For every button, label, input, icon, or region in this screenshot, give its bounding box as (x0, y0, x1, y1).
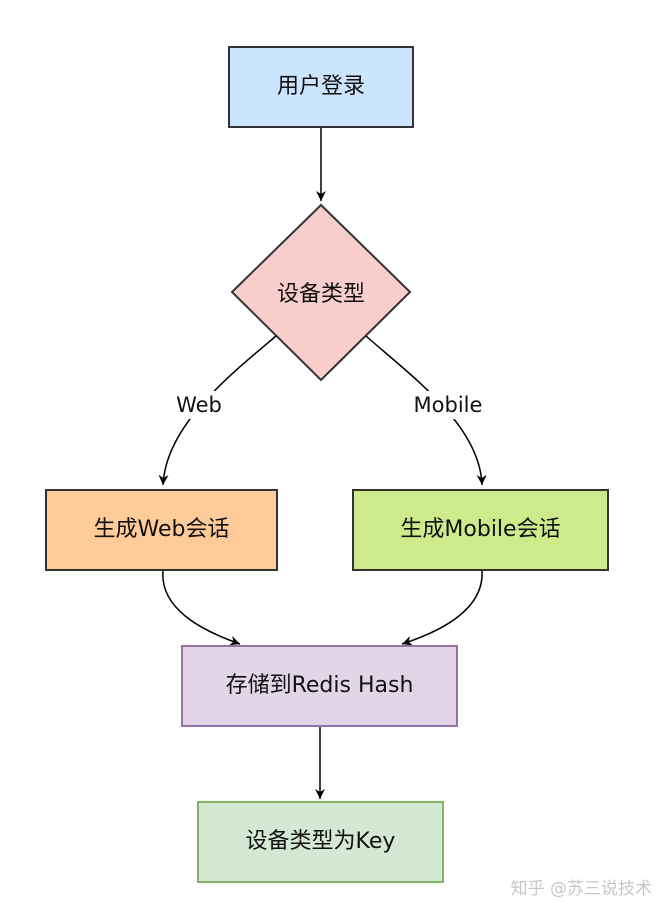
device-type-decision-label: 设备类型 (276, 282, 365, 307)
redis-store-node: 存储到Redis Hash (181, 645, 458, 727)
redis-store-node-label: 存储到Redis Hash (225, 673, 414, 698)
web-session-node: 生成Web会话 (45, 489, 278, 571)
device-type-decision (230, 203, 412, 382)
watermark: 知乎 @苏三说技术 (510, 878, 652, 899)
device-type-key-node-label: 设备类型为Key (245, 829, 396, 854)
device-type-key-node: 设备类型为Key (197, 801, 444, 883)
edge-label-web: Web (166, 391, 232, 419)
edge-label-mobile: Mobile (402, 391, 494, 419)
login-node: 用户登录 (228, 46, 414, 128)
web-session-node-label: 生成Web会话 (93, 517, 230, 542)
edge-mobile-session-to-store (401, 570, 483, 646)
mobile-session-node: 生成Mobile会话 (352, 489, 609, 571)
login-node-label: 用户登录 (276, 74, 365, 99)
edge-web-session-to-store (162, 570, 241, 646)
mobile-session-node-label: 生成Mobile会话 (400, 517, 561, 542)
